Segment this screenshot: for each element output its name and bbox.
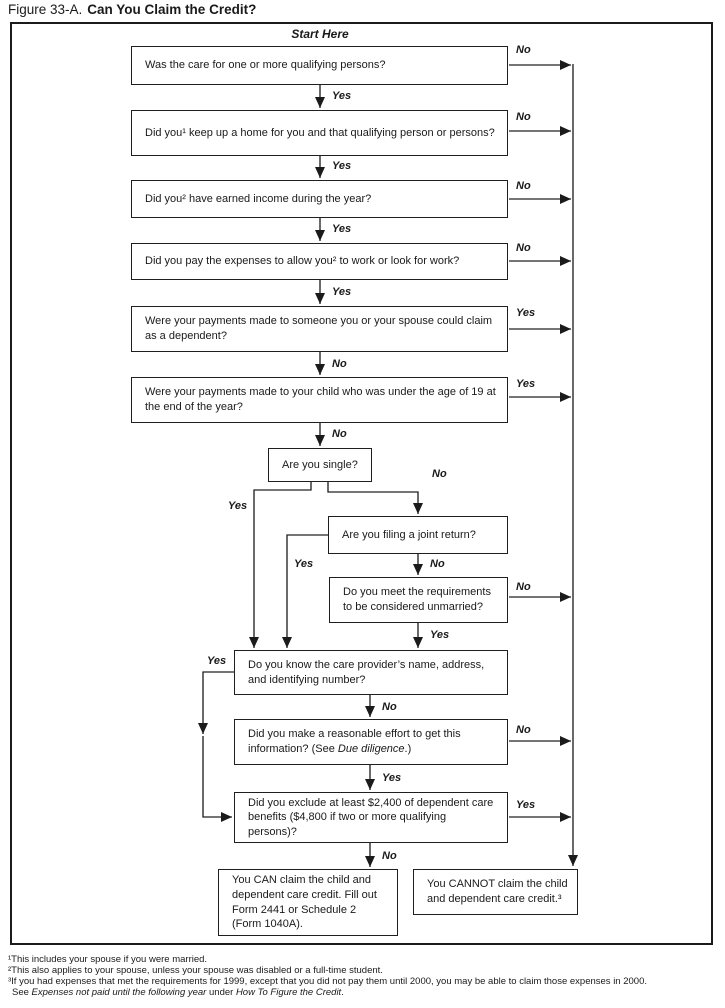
decision-box-single: Are you single? [268,448,372,482]
branch-label-no: No [516,242,531,254]
figure-heading: Can You Claim the Credit? [87,2,257,17]
branch-label-yes: Yes [430,629,450,641]
branch-label-no: No [382,701,397,713]
decision-box-joint-return: Are you filing a joint return? [328,516,508,554]
decision-text: Were your payments made to someone you o… [145,315,493,342]
result-box-can-claim: You CAN claim the child and dependent ca… [218,869,398,936]
decision-text: Were your payments made to your child wh… [145,386,496,413]
decision-text: Did you¹ keep up a home for you and that… [145,126,495,139]
branch-label-yes: Yes [516,799,536,811]
decision-box-earned-income: Did you² have earned income during the y… [131,180,508,218]
decision-text: Are you filing a joint return? [342,528,476,541]
branch-label-yes: Yes [516,307,536,319]
branch-label-no: No [516,581,531,593]
branch-label-no: No [432,468,447,480]
start-here-label: Start Here [291,27,349,41]
branch-label-yes: Yes [294,558,314,570]
decision-box-payments-dependent: Were your payments made to someone you o… [131,306,508,352]
decision-text: Did you pay the expenses to allow you² t… [145,255,460,268]
footnote-3-continued: See Expenses not paid until the followin… [12,987,344,998]
branch-label-no: No [332,428,347,440]
branch-label-yes: Yes [382,772,402,784]
figure-number: Figure 33-A. [8,2,83,17]
decision-box-reasonable-effort: Did you make a reasonable effort to get … [234,719,508,765]
footnote-1: ¹This includes your spouse if you were m… [8,954,208,965]
result-text: You CANNOT claim the child and dependent… [427,878,568,905]
footnote-2: ²This also applies to your spouse, unles… [8,965,383,976]
branch-label-no: No [516,111,531,123]
branch-label-no: No [516,724,531,736]
branch-label-no: No [516,44,531,56]
decision-text: Did you make a reasonable effort to get … [248,728,461,755]
decision-box-qualifying-persons: Was the care for one or more qualifying … [131,46,508,85]
decision-box-payments-child: Were your payments made to your child wh… [131,377,508,423]
decision-box-provider-info: Do you know the care provider’s name, ad… [234,650,508,695]
branch-label-yes: Yes [228,500,248,512]
result-text: You CAN claim the child and dependent ca… [232,874,377,931]
decision-box-pay-expenses: Did you pay the expenses to allow you² t… [131,243,508,280]
decision-text: Are you single? [282,458,358,471]
decision-text: Was the care for one or more qualifying … [145,59,386,72]
branch-label-yes: Yes [332,223,352,235]
result-box-cannot-claim: You CANNOT claim the child and dependent… [413,869,578,915]
decision-box-keep-up-home: Did you¹ keep up a home for you and that… [131,110,508,156]
branch-label-yes: Yes [516,378,536,390]
branch-label-no: No [332,358,347,370]
branch-label-no: No [430,558,445,570]
decision-text: Do you meet the requirements to be consi… [343,586,491,613]
footnote-3: ³If you had expenses that met the requir… [8,976,648,987]
figure-title: Figure 33-A. Can You Claim the Credit? [8,2,256,17]
decision-text: Did you exclude at least $2,400 of depen… [248,796,494,838]
branch-label-yes: Yes [332,286,352,298]
branch-label-yes: Yes [207,655,227,667]
branch-label-no: No [516,180,531,192]
decision-box-unmarried: Do you meet the requirements to be consi… [329,577,508,623]
decision-box-exclude-benefits: Did you exclude at least $2,400 of depen… [234,792,508,843]
decision-text: Do you know the care provider’s name, ad… [248,658,485,686]
branch-label-yes: Yes [332,90,352,102]
decision-text: Did you² have earned income during the y… [145,192,372,205]
branch-label-yes: Yes [332,160,352,172]
branch-label-no: No [382,850,397,862]
